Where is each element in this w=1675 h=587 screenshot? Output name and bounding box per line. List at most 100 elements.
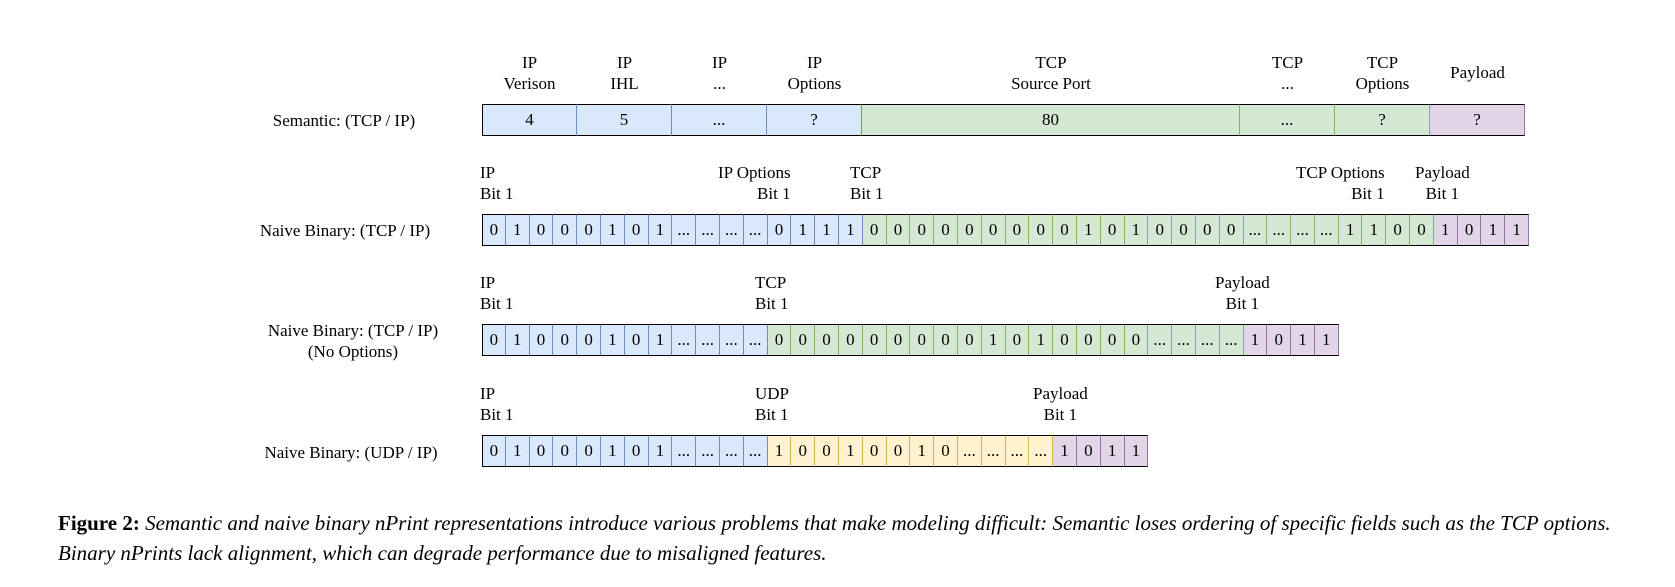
field-cell: 0 xyxy=(1410,214,1434,246)
field-header-line: TCP xyxy=(850,163,882,182)
field-header-line: IP xyxy=(616,53,633,72)
field-cell: 0 xyxy=(815,435,839,467)
field-cell: 1 xyxy=(1362,214,1387,246)
field-cell: 0 xyxy=(577,435,601,467)
field-header-line: Source Port xyxy=(1011,74,1091,93)
row-label-text: Naive Binary: (TCP / IP) xyxy=(267,321,439,340)
field-header-line: TCP xyxy=(1366,53,1399,72)
field-cell: 0 xyxy=(1053,324,1077,356)
field-cell: 1 xyxy=(505,324,530,356)
field-header-line: IP xyxy=(480,273,496,292)
field-cell: ... xyxy=(719,324,744,356)
field-cell: 1 xyxy=(1481,214,1506,246)
field-cell: 1 xyxy=(1029,324,1054,356)
field-cell: ... xyxy=(672,435,697,467)
row-label-text: Naive Binary: (TCP / IP) xyxy=(259,221,431,240)
field-cell: 0 xyxy=(1005,214,1030,246)
field-header-line: Bit 1 xyxy=(755,405,789,424)
field-header-line: Bit 1 xyxy=(755,294,789,313)
row-label-text: Semantic: (TCP / IP) xyxy=(272,111,416,130)
field-cell: 0 xyxy=(838,324,863,356)
row-label-subtext: (No Options) xyxy=(307,342,399,361)
field-cell: ... xyxy=(743,324,768,356)
field-header: IP IHL xyxy=(545,52,705,94)
field-header-line: Options xyxy=(1355,74,1410,93)
field-cell: 0 xyxy=(1076,435,1101,467)
field-cell: 0 xyxy=(981,214,1006,246)
field-cell: 0 xyxy=(577,214,601,246)
field-cell: 0 xyxy=(1124,324,1149,356)
field-cell: 0 xyxy=(791,324,816,356)
field-cell: 0 xyxy=(934,435,958,467)
field-cell: 0 xyxy=(1267,324,1292,356)
field-header-line: Verison xyxy=(503,74,556,93)
field-cell: 0 xyxy=(862,324,887,356)
field-cell: 1 xyxy=(600,435,625,467)
field-cell: 0 xyxy=(529,435,554,467)
field-header-line: Options xyxy=(787,74,842,93)
field-cell: 0 xyxy=(886,435,911,467)
field-cell: 1 xyxy=(1433,214,1458,246)
field-cell: 1 xyxy=(838,435,863,467)
field-cell: 0 xyxy=(624,214,649,246)
field-cell: ... xyxy=(1148,324,1173,356)
field-cell: 0 xyxy=(957,214,982,246)
field-cell: 0 xyxy=(1457,214,1482,246)
field-cell: 0 xyxy=(862,214,887,246)
field-cell: 1 xyxy=(1124,435,1149,467)
field-cell: ... xyxy=(981,435,1006,467)
field-cell: 0 xyxy=(1386,214,1411,246)
field-header-line: Bit 1 xyxy=(480,294,514,313)
field-cell: 0 xyxy=(1219,214,1244,246)
field-cell: 0 xyxy=(482,435,506,467)
field-cell: 0 xyxy=(1053,214,1077,246)
field-header-line: Payload xyxy=(1415,163,1470,182)
field-cell: 0 xyxy=(815,324,839,356)
field-header-line: TCP xyxy=(1035,53,1067,72)
caption-text: Semantic and naive binary nPrint represe… xyxy=(58,511,1611,565)
field-cell: ... xyxy=(719,214,744,246)
field-cell: 0 xyxy=(791,435,816,467)
field-cell: ... xyxy=(1267,214,1292,246)
field-cell: ... xyxy=(672,214,697,246)
field-cell: 1 xyxy=(1291,324,1315,356)
field-cell: 0 xyxy=(1172,214,1196,246)
field-cell: 0 xyxy=(934,214,958,246)
field-cell: ... xyxy=(1314,214,1339,246)
field-cell: 0 xyxy=(624,324,649,356)
field-cell: 1 xyxy=(600,214,625,246)
row-label-text: Naive Binary: (UDP / IP) xyxy=(264,443,438,462)
field-cell: ... xyxy=(696,324,720,356)
field-cell: ... xyxy=(696,214,720,246)
field-cell: 1 xyxy=(1076,214,1101,246)
field-cell: 0 xyxy=(1100,214,1125,246)
field-header-line: Bit 1 xyxy=(480,184,514,203)
field-header: UDP Bit 1 xyxy=(755,383,789,425)
field-header: TCP... xyxy=(1208,52,1368,94)
field-header-line: IHL xyxy=(610,74,639,93)
row-label-naive-tcp-ip: Naive Binary: (TCP / IP) xyxy=(240,220,450,241)
field-cell: ... xyxy=(1195,324,1220,356)
row-label-naive-tcp-ip-no-options: Naive Binary: (TCP / IP) (No Options) xyxy=(248,320,458,362)
field-header-line: IP xyxy=(806,53,823,72)
field-header-line: IP xyxy=(711,53,728,72)
caption-label: Figure 2: xyxy=(58,511,140,535)
field-header-line: TCP xyxy=(1271,53,1304,72)
field-cell: 1 xyxy=(1314,324,1339,356)
field-header-line: Bit 1 xyxy=(1351,184,1385,203)
field-cell: 1 xyxy=(838,214,863,246)
field-header-line: UDP xyxy=(755,384,790,403)
field-cell: 0 xyxy=(1148,214,1173,246)
field-header-line: TCP Options xyxy=(1296,163,1385,182)
field-cell: 0 xyxy=(529,214,554,246)
field-header-line: Bit 1 xyxy=(757,184,791,203)
field-cell: 1 xyxy=(600,324,625,356)
field-cell: 0 xyxy=(934,324,958,356)
